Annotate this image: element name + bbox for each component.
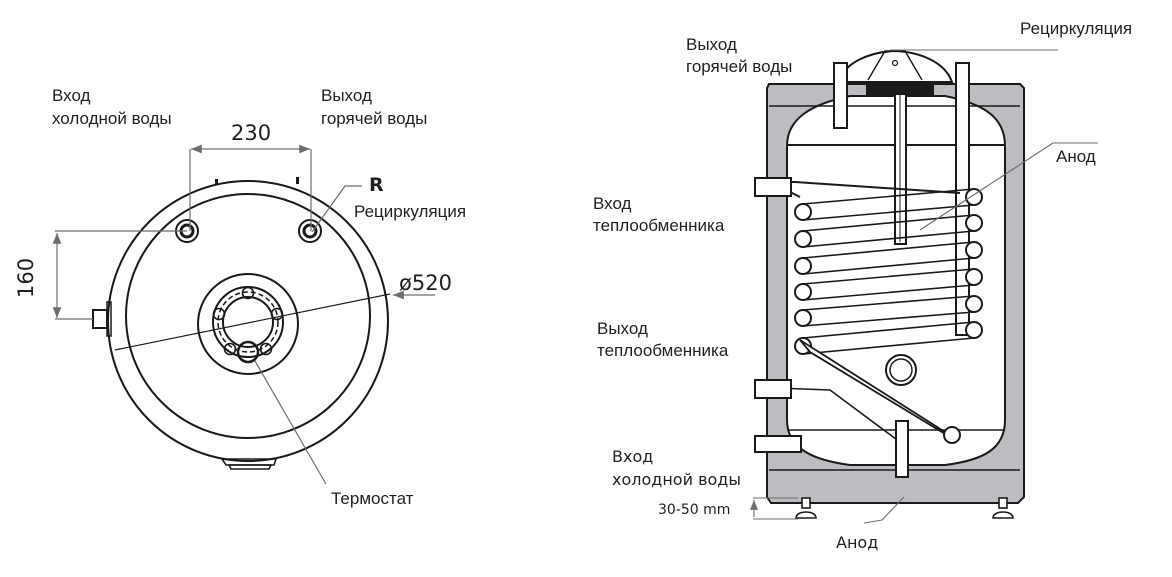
top-dome	[836, 49, 954, 83]
top-cold-inlet-label-2: холодной воды	[52, 109, 172, 128]
bottom-anode	[895, 420, 909, 478]
dim-height-160: 160	[14, 257, 38, 298]
top-hot-outlet-label-1: Выход	[321, 86, 372, 105]
leveling-feet	[795, 497, 1014, 519]
dim-width-230: 230	[231, 121, 272, 145]
top-view-dimensions	[52, 144, 435, 485]
side-cold-inlet-label-1: Вход	[612, 447, 654, 466]
anode-top-label: Анод	[1056, 147, 1096, 166]
side-hot-outlet-label-2: горячей воды	[686, 57, 793, 76]
side-view-drawing	[754, 49, 1025, 519]
cold-inlet-stub	[754, 435, 802, 453]
top-cold-inlet-label-1: Вход	[52, 86, 91, 105]
top-flange-ring-dashed	[217, 291, 279, 353]
feet-height-dim: 30-50 mm	[658, 502, 731, 518]
flange-bolt	[223, 342, 237, 356]
hot-outlet-pipe	[833, 62, 848, 129]
top-inner-tank	[125, 193, 371, 439]
hx-inlet-label-2: теплообменника	[593, 216, 725, 235]
flange-bolt	[270, 307, 284, 321]
side-pipe-fitting	[92, 309, 108, 329]
top-hot-outlet-label-2: горячей воды	[321, 109, 428, 128]
side-cold-inlet-label-2: холодной воды	[612, 470, 741, 489]
hx-outlet-label-1: Выход	[597, 319, 648, 338]
flange-bolt	[259, 342, 273, 356]
top-view-drawing	[92, 177, 389, 470]
inner-tank	[786, 95, 1006, 466]
side-recirc-label: Рециркуляция	[1020, 19, 1133, 38]
thermostat-label: Термостат	[331, 489, 414, 508]
top-flange-outer	[197, 273, 299, 375]
hot-outlet-fitting	[298, 219, 322, 243]
side-view-leaders	[750, 49, 1098, 524]
dim-diameter-520: ø520	[399, 271, 452, 295]
hx-inlet-stub	[754, 177, 792, 197]
flange-bolt	[212, 307, 226, 321]
hx-outlet-label-2: теплообменника	[597, 341, 729, 360]
hx-inlet-label-1: Вход	[593, 194, 632, 213]
thermostat-head	[236, 340, 260, 364]
anode-bottom-label: Анод	[836, 533, 879, 552]
side-hot-outlet-label-1: Выход	[686, 35, 737, 54]
top-outer-shell	[107, 180, 389, 462]
hx-outlet-stub	[754, 379, 792, 399]
flange-bolt	[241, 286, 255, 300]
recirc-code: R	[369, 174, 384, 196]
top-flange-block	[866, 83, 934, 95]
top-recirc-label: Рециркуляция	[354, 202, 467, 221]
heat-exchanger-coil	[769, 181, 983, 444]
top-flange-inner	[222, 296, 274, 348]
